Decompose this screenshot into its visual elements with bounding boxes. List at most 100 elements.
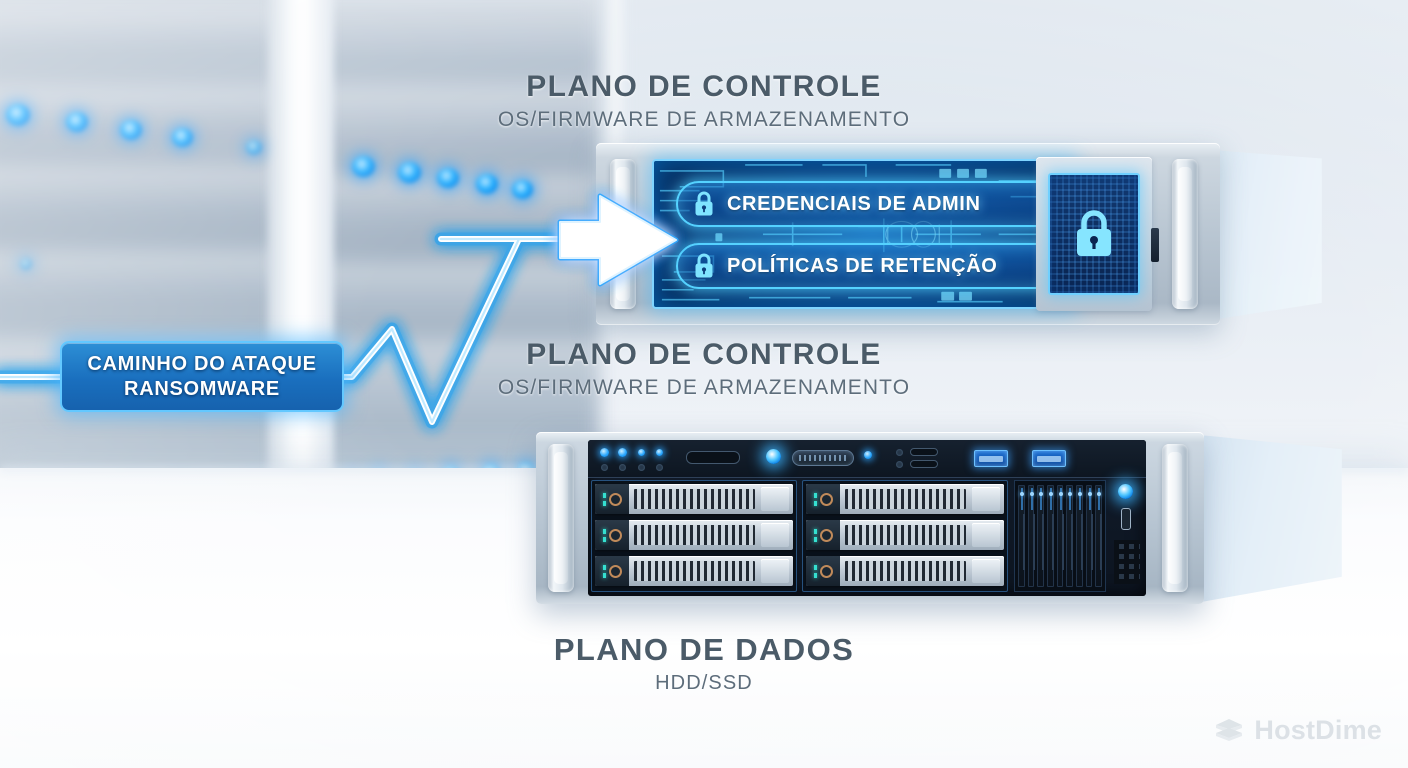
chip-surface <box>1048 173 1140 295</box>
tray-grip[interactable] <box>972 487 1000 511</box>
bay-led <box>1088 488 1091 510</box>
drive-bay[interactable] <box>1095 485 1103 587</box>
bay-led <box>1030 488 1033 510</box>
control-item-credentials[interactable]: CREDENCIAIS DE ADMIN <box>676 181 1060 227</box>
bay-led <box>1021 488 1023 510</box>
vent-grille <box>1114 540 1140 584</box>
drive-bay[interactable] <box>1066 485 1074 587</box>
tray-release-icon <box>819 564 833 578</box>
drive-tray[interactable] <box>595 520 793 550</box>
bay-led <box>1098 488 1101 510</box>
bay-led <box>1059 488 1062 510</box>
tray-latch[interactable] <box>595 484 629 514</box>
data-plane-server-side-panel <box>1190 434 1342 604</box>
drive-tray[interactable] <box>595 556 793 586</box>
hostdime-logo: HostDime <box>1213 715 1382 746</box>
lock-icon <box>1077 210 1111 256</box>
control-plane-screen: CREDENCIAIS DE ADMIN POLÍTICAS DE RETENÇ… <box>652 159 1076 309</box>
drive-bay[interactable] <box>1047 485 1055 587</box>
status-led <box>600 448 609 457</box>
tray-latch[interactable] <box>595 520 629 550</box>
hostdime-layers-icon <box>1216 718 1243 741</box>
status-icon <box>619 464 626 471</box>
usb-port[interactable] <box>1032 450 1066 467</box>
tray-grip[interactable] <box>972 523 1000 547</box>
drive-tray[interactable] <box>806 556 1004 586</box>
io-slot <box>910 460 938 468</box>
drive-bay[interactable] <box>1027 485 1035 587</box>
status-led <box>618 448 627 457</box>
control-plane-server[interactable]: CREDENCIAIS DE ADMIN POLÍTICAS DE RETENÇ… <box>596 143 1220 325</box>
drive-tray[interactable] <box>595 484 793 514</box>
tray-vent <box>845 525 966 545</box>
status-icon <box>601 464 608 471</box>
tray-release-icon <box>819 528 833 542</box>
server-handle-left[interactable] <box>610 159 636 309</box>
port-marker <box>896 449 903 456</box>
drive-bay[interactable] <box>1085 485 1093 587</box>
drive-tray[interactable] <box>806 484 1004 514</box>
power-led <box>766 449 781 464</box>
drive-bay[interactable] <box>1076 485 1084 587</box>
tray-latch[interactable] <box>806 520 840 550</box>
tray-vent <box>634 525 755 545</box>
attack-label-line1: CAMINHO DO ATAQUE <box>87 352 317 375</box>
vertical-drive-bay-bank <box>1014 480 1106 592</box>
power-button[interactable] <box>1121 508 1131 530</box>
tray-release-icon <box>819 492 833 506</box>
usb-port[interactable] <box>974 450 1008 467</box>
tray-grip[interactable] <box>761 559 789 583</box>
control-item-retention[interactable]: POLÍTICAS DE RETENÇÃO <box>676 243 1060 289</box>
bay-led <box>1050 488 1053 510</box>
chip-connector <box>1151 227 1159 262</box>
front-control-panel[interactable] <box>588 440 1146 478</box>
drive-bay[interactable] <box>1018 485 1025 587</box>
tray-vent <box>634 561 755 581</box>
system-led <box>1118 484 1133 499</box>
status-led <box>656 449 663 456</box>
vga-port[interactable] <box>792 450 854 466</box>
attack-label-line2: RANSOMWARE <box>124 377 280 400</box>
tray-release-icon <box>608 528 622 542</box>
server-handle-left[interactable] <box>548 444 574 592</box>
tray-grip[interactable] <box>972 559 1000 583</box>
server-handle-right[interactable] <box>1162 444 1188 592</box>
lock-icon <box>695 191 713 216</box>
drive-bay[interactable] <box>1056 485 1064 587</box>
server-handle-right[interactable] <box>1172 159 1198 309</box>
attack-path-label[interactable]: CAMINHO DO ATAQUE RANSOMWARE <box>60 341 344 412</box>
control-item-label: POLÍTICAS DE RETENÇÃO <box>727 254 998 277</box>
drive-bay[interactable] <box>1037 485 1045 587</box>
server-front-face <box>588 440 1146 596</box>
bay-led <box>1069 488 1072 510</box>
lock-icon <box>695 253 713 278</box>
tray-release-icon <box>608 564 622 578</box>
tray-latch[interactable] <box>806 484 840 514</box>
tray-vent <box>845 489 966 509</box>
tray-release-icon <box>608 492 622 506</box>
drive-bay-group <box>591 480 797 592</box>
tray-latch[interactable] <box>806 556 840 586</box>
bay-led <box>1040 488 1043 510</box>
status-column <box>1114 484 1140 588</box>
control-item-label: CREDENCIAIS DE ADMIN <box>727 192 981 215</box>
port-marker <box>896 461 903 468</box>
secure-chip-panel[interactable] <box>1036 157 1159 311</box>
card-slot[interactable] <box>686 451 740 464</box>
tray-grip[interactable] <box>761 523 789 547</box>
io-slot <box>910 448 938 456</box>
tray-latch[interactable] <box>595 556 629 586</box>
data-plane-server[interactable] <box>536 432 1204 604</box>
status-icon <box>638 464 645 471</box>
activity-led <box>864 451 872 459</box>
tray-vent <box>634 489 755 509</box>
tray-grip[interactable] <box>761 487 789 511</box>
status-led <box>638 449 645 456</box>
tray-vent <box>845 561 966 581</box>
drive-tray[interactable] <box>806 520 1004 550</box>
circuit-trace-pattern <box>659 164 1067 303</box>
drive-bay-group <box>802 480 1008 592</box>
status-icon <box>656 464 663 471</box>
logo-text: HostDime <box>1254 715 1382 745</box>
